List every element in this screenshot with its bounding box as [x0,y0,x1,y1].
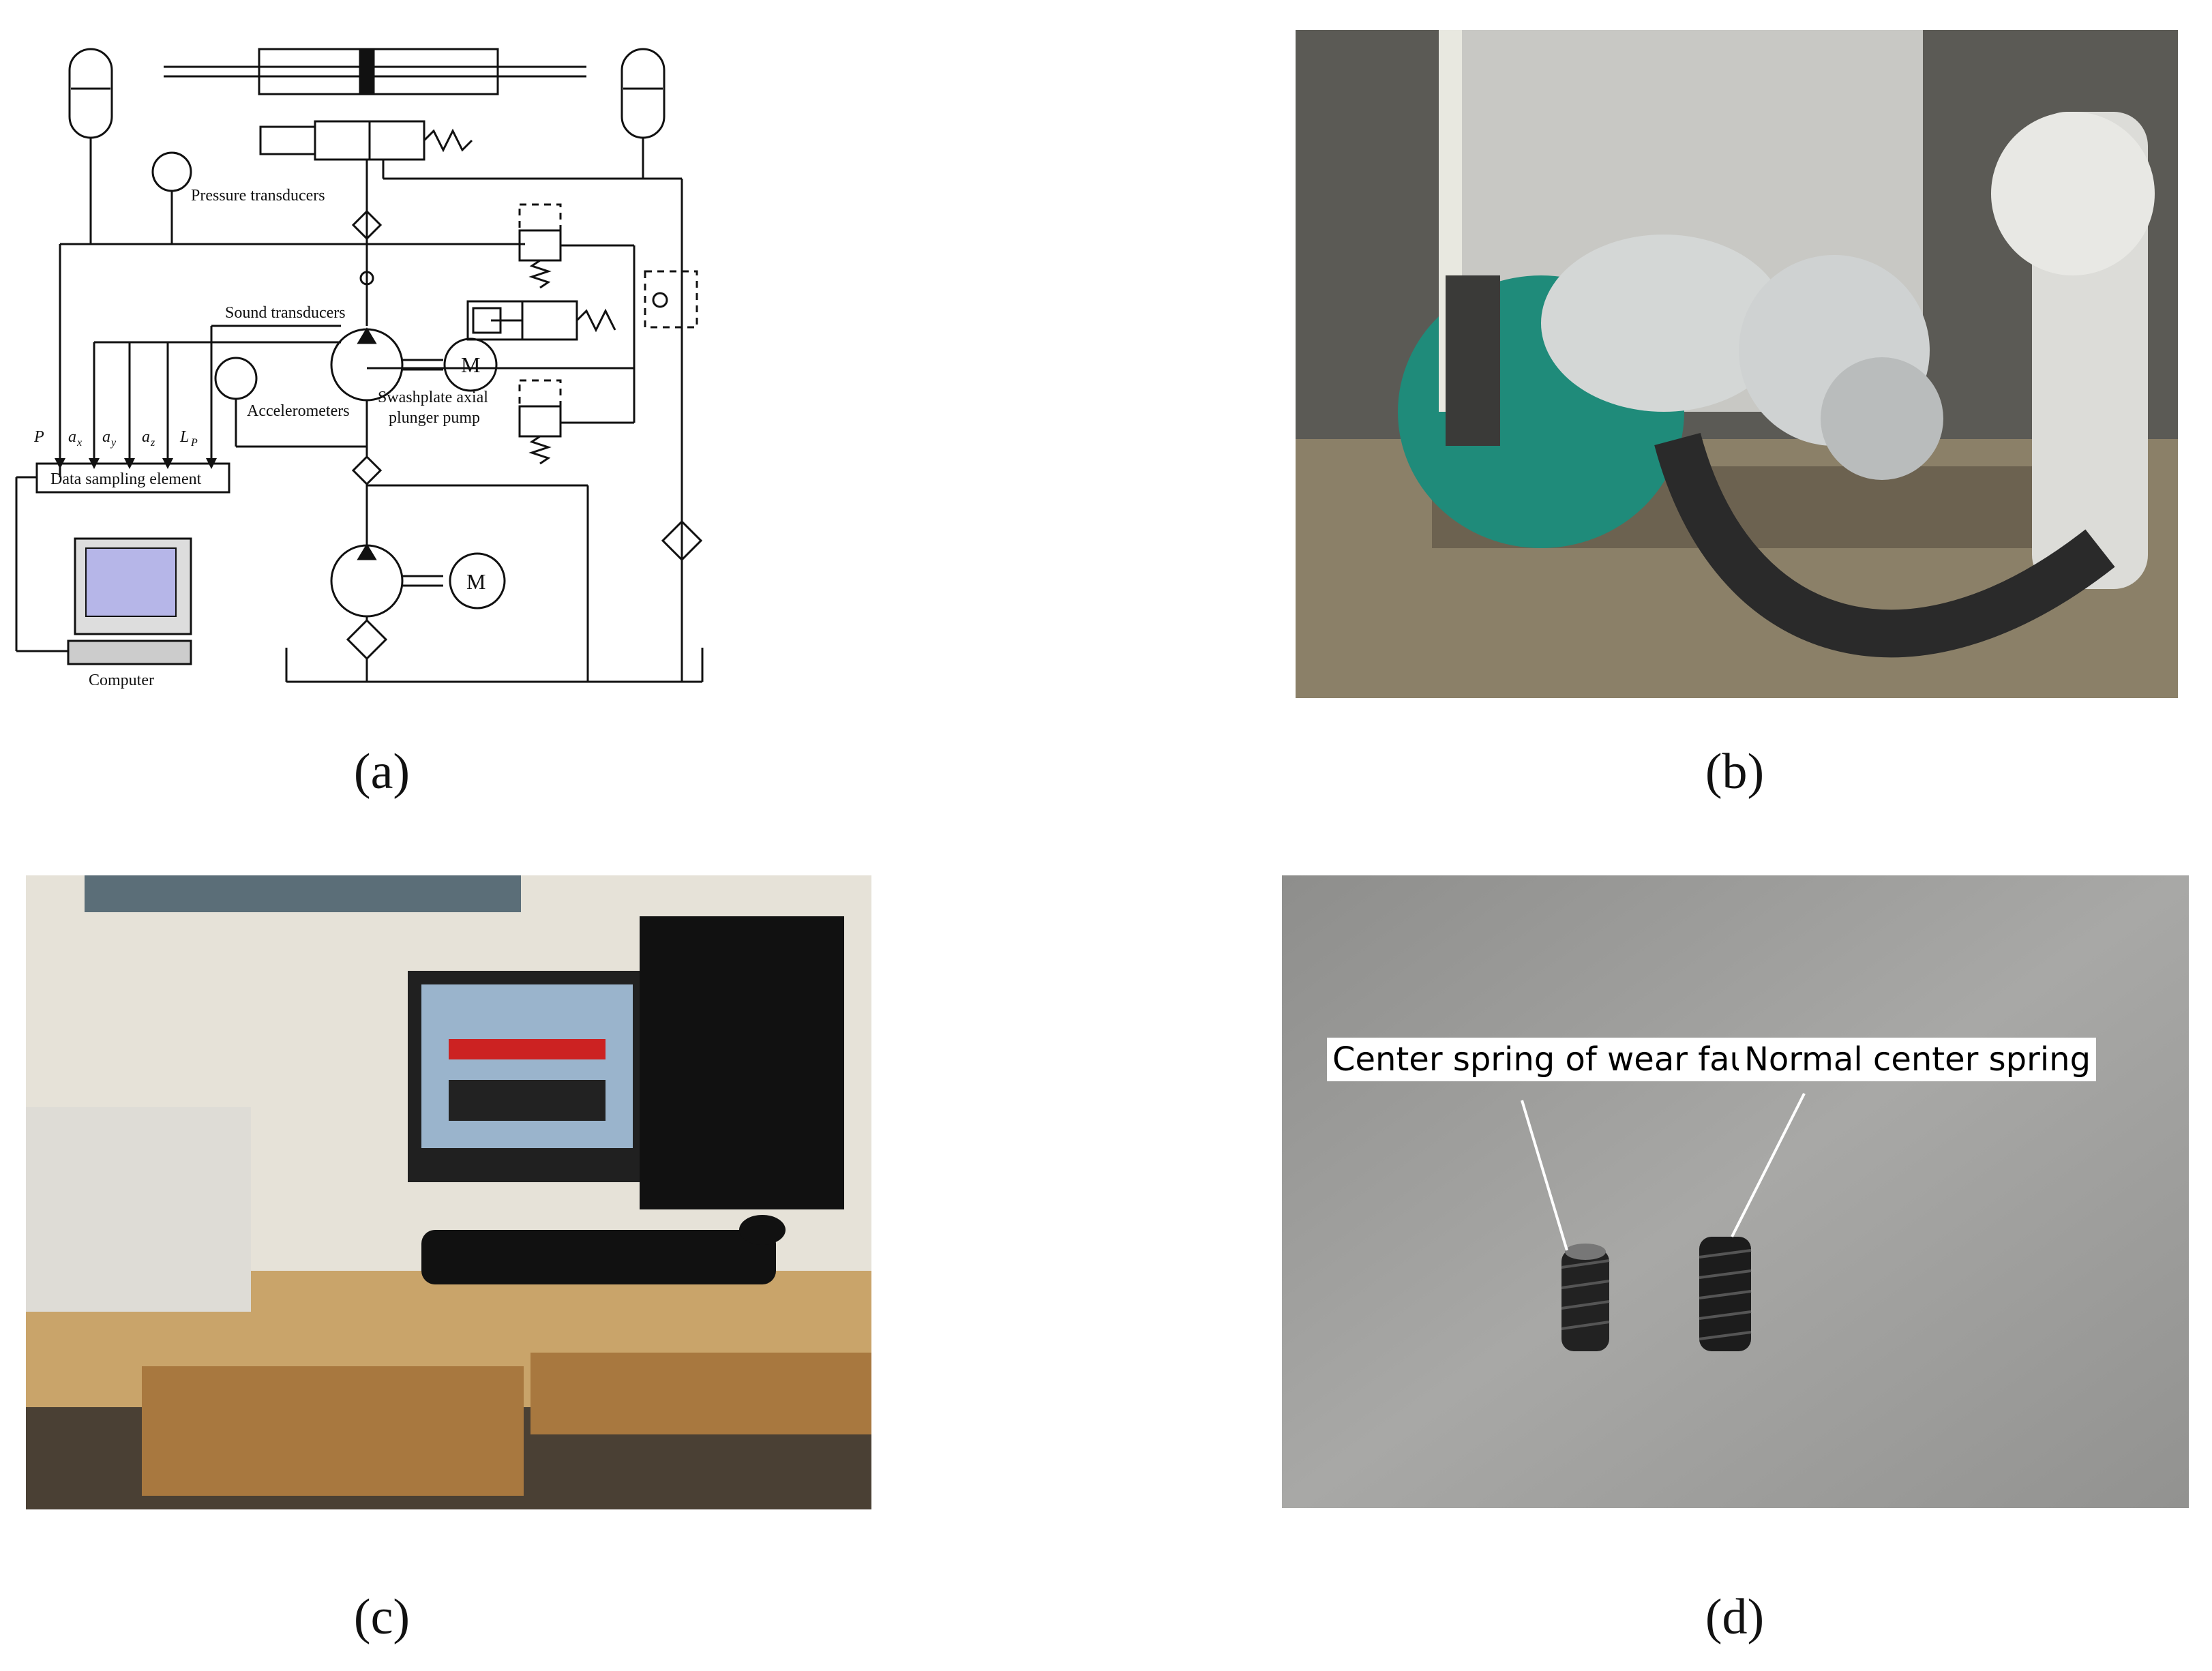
motor-2-label: M [466,569,485,594]
accumulator-right [621,48,666,139]
accelerometers-label: Accelerometers [247,402,350,420]
motor-icon [443,337,498,392]
pump-label-line2: plunger pump [389,409,480,427]
sound-transducers-label: Sound transducers [225,304,346,322]
caption-d: (d) [1705,1589,1765,1645]
wear-spring-label: Center spring of wear fault [1327,1038,1778,1081]
accumulator-left [68,48,113,139]
signal-az-sub: z [150,437,155,449]
accelerometer-gauge-icon [214,357,258,400]
caption-a: (a) [353,744,410,800]
signal-lp-sub: P [190,437,198,449]
hydraulic-schematic: Pressure transducers Sound transducers A… [15,48,704,689]
pressure-gauge-icon [151,151,192,192]
signal-ax-label: a [68,428,76,446]
computer-label: Computer [89,672,154,689]
signal-az-label: a [142,428,150,446]
lab-setup-photo [26,875,871,1509]
caption-b: (b) [1705,744,1765,800]
wear-spring-icon [1561,1244,1610,1351]
data-sampling-label: Data sampling element [50,470,202,488]
signal-ax-sub: x [76,437,82,449]
motor-2-icon [449,552,506,609]
springs-photo: Center spring of wear fault Normal cente… [1282,875,2189,1508]
motor-label: M [461,352,480,377]
pressure-transducers-label: Pressure transducers [191,187,325,205]
normal-spring-label: Normal center spring [1739,1038,2097,1081]
caption-c: (c) [353,1589,410,1645]
signal-ay-sub: y [110,437,117,449]
signal-ay-label: a [102,428,110,446]
pump-photo [1296,30,2178,698]
signal-p-label: P [33,428,44,446]
signal-lp-label: L [179,428,189,446]
computer-icon [67,537,192,665]
filter-icon [351,209,383,241]
pump-label-line1: Swashplate axial [378,389,488,406]
normal-spring-icon [1699,1237,1752,1351]
